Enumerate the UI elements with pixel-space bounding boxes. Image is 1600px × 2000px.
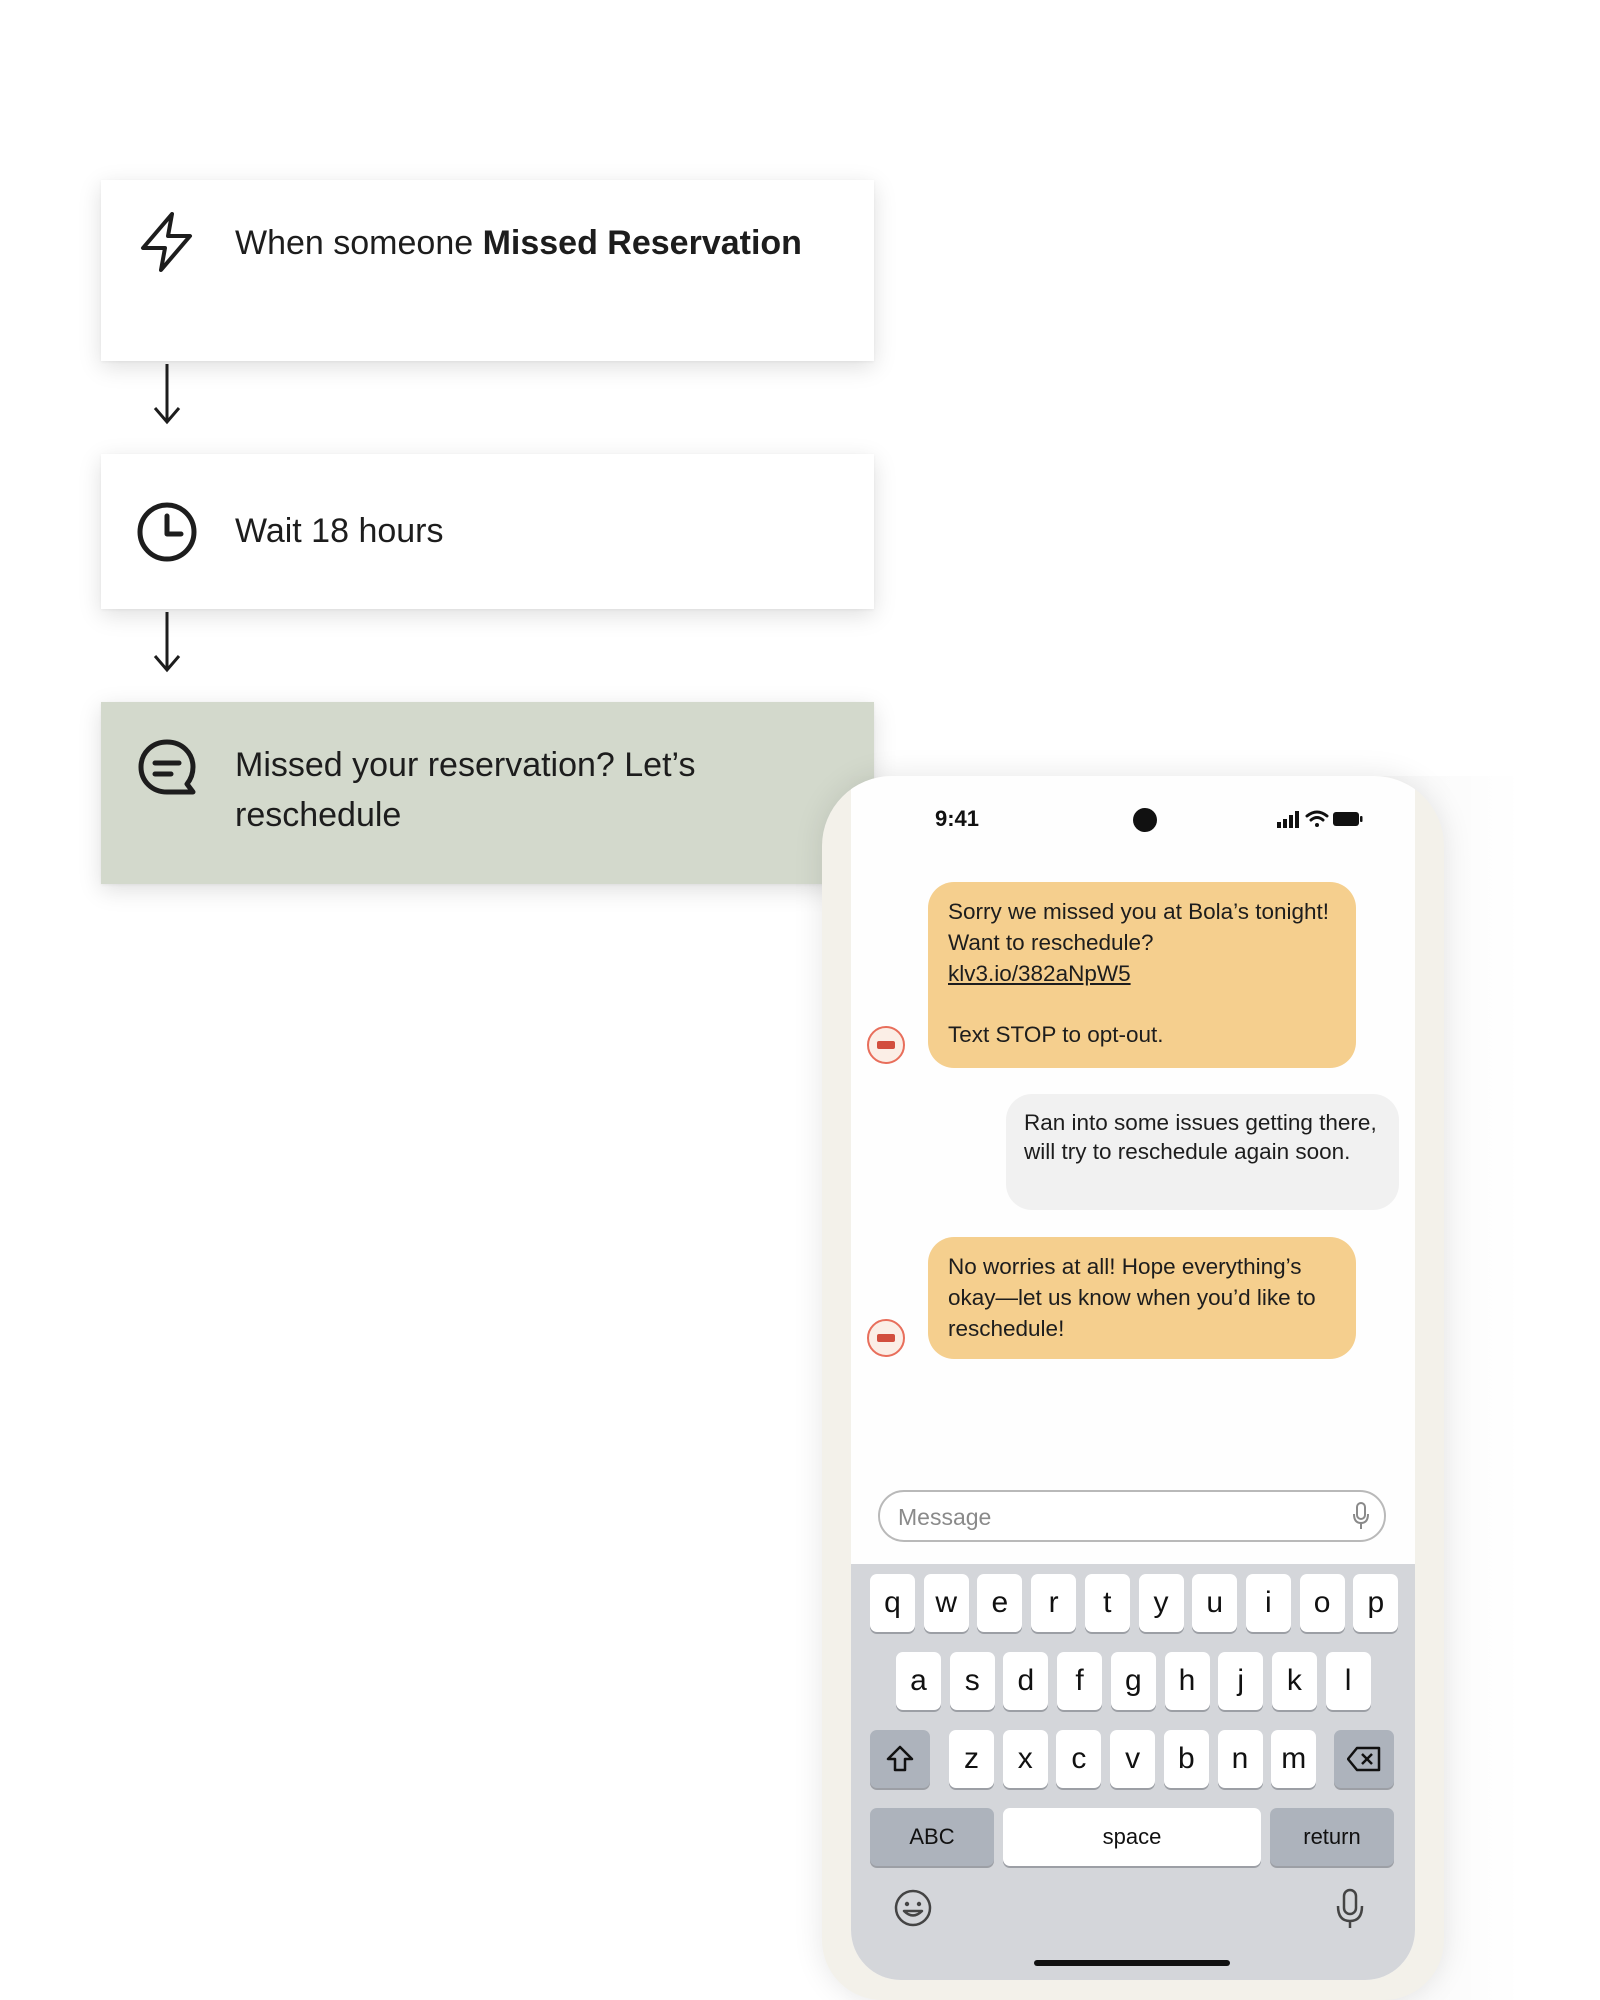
- incoming-message: No worries at all! Hope everything’s oka…: [928, 1237, 1356, 1359]
- shift-key[interactable]: [870, 1730, 930, 1788]
- sms-card[interactable]: Missed your reservation? Let’s reschedul…: [101, 702, 874, 884]
- status-bar: 9:41: [851, 798, 1415, 838]
- backspace-icon: [1346, 1746, 1381, 1772]
- key-e[interactable]: e: [977, 1574, 1023, 1632]
- message-text: Ran into some issues getting there, will…: [1024, 1110, 1377, 1164]
- key-u[interactable]: u: [1192, 1574, 1238, 1632]
- emoji-icon[interactable]: [893, 1888, 933, 1928]
- key-f[interactable]: f: [1057, 1652, 1103, 1710]
- incoming-message: Sorry we missed you at Bola’s tonight! W…: [928, 882, 1356, 1068]
- trigger-card[interactable]: When someone Missed Reservation: [101, 180, 874, 361]
- key-z[interactable]: z: [949, 1730, 994, 1788]
- message-input-field[interactable]: [878, 1490, 1386, 1542]
- key-c[interactable]: c: [1056, 1730, 1102, 1788]
- key-d[interactable]: d: [1003, 1652, 1049, 1710]
- key-a[interactable]: a: [896, 1652, 941, 1710]
- key-v[interactable]: v: [1110, 1730, 1156, 1788]
- outgoing-message: Ran into some issues getting there, will…: [1006, 1094, 1399, 1210]
- key-p[interactable]: p: [1353, 1574, 1399, 1632]
- key-k[interactable]: k: [1271, 1652, 1317, 1710]
- status-time: 9:41: [935, 806, 980, 831]
- message-link[interactable]: klv3.io/382aNpW5: [948, 961, 1131, 986]
- phone-mockup: 9:41: [822, 776, 1444, 2000]
- trigger-event-name: Missed Reservation: [482, 224, 802, 262]
- phone-screen: 9:41: [851, 776, 1415, 1980]
- wait-label: Wait 18 hours: [235, 512, 444, 550]
- trigger-text: When someone Missed Reservation: [235, 218, 834, 268]
- chat-bubble-icon: [138, 739, 196, 795]
- key-s[interactable]: s: [949, 1652, 995, 1710]
- abc-key[interactable]: ABC: [870, 1808, 994, 1866]
- clock-icon: [137, 502, 197, 562]
- key-m[interactable]: m: [1271, 1730, 1317, 1788]
- key-h[interactable]: h: [1164, 1652, 1210, 1710]
- key-x[interactable]: x: [1002, 1730, 1048, 1788]
- brand-avatar: [867, 1026, 905, 1064]
- microphone-icon[interactable]: [1352, 1502, 1370, 1530]
- shift-icon: [886, 1745, 914, 1772]
- key-t[interactable]: t: [1084, 1574, 1130, 1632]
- key-i[interactable]: i: [1245, 1574, 1291, 1632]
- key-r[interactable]: r: [1031, 1574, 1077, 1632]
- brand-avatar: [867, 1319, 905, 1357]
- key-b[interactable]: b: [1163, 1730, 1209, 1788]
- trigger-prefix: When someone: [235, 224, 483, 262]
- home-indicator: [1034, 1960, 1230, 1966]
- key-y[interactable]: y: [1138, 1574, 1184, 1632]
- key-l[interactable]: l: [1325, 1652, 1371, 1710]
- wifi-icon: [1305, 810, 1329, 827]
- status-icons: [1277, 810, 1363, 828]
- backspace-key[interactable]: [1334, 1730, 1394, 1788]
- arrow-down-icon: [153, 364, 181, 425]
- key-g[interactable]: g: [1110, 1652, 1156, 1710]
- signal-icon: [1277, 811, 1299, 828]
- sms-label: Missed your reservation? Let’s reschedul…: [235, 746, 696, 834]
- message-text: Sorry we missed you at Bola’s tonight! W…: [948, 899, 1330, 955]
- wait-card[interactable]: Wait 18 hours: [101, 454, 874, 609]
- key-q[interactable]: q: [870, 1574, 915, 1632]
- battery-icon: [1333, 812, 1363, 826]
- camera-dot: [1133, 808, 1157, 832]
- key-w[interactable]: w: [923, 1574, 969, 1632]
- key-o[interactable]: o: [1299, 1574, 1345, 1632]
- key-j[interactable]: j: [1218, 1652, 1264, 1710]
- message-input[interactable]: [896, 1500, 1320, 1534]
- return-key[interactable]: return: [1270, 1808, 1394, 1866]
- opt-out-text: Text STOP to opt-out.: [948, 1022, 1164, 1047]
- lightning-bolt-icon: [141, 212, 192, 272]
- arrow-down-icon: [153, 612, 181, 673]
- message-text: No worries at all! Hope everything’s oka…: [948, 1254, 1316, 1341]
- space-key[interactable]: space: [1003, 1808, 1261, 1866]
- key-n[interactable]: n: [1217, 1730, 1263, 1788]
- dictation-microphone-icon[interactable]: [1335, 1888, 1365, 1930]
